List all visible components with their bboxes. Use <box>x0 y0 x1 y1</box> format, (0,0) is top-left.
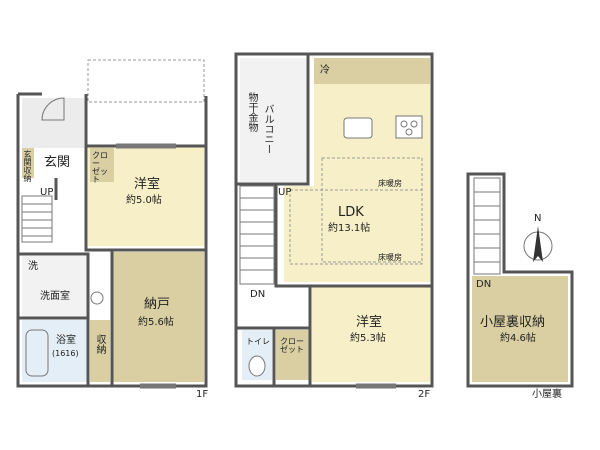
floor-1f <box>16 59 208 389</box>
washroom-label: 洗面室 <box>40 291 70 302</box>
attic-storage <box>472 276 568 382</box>
floor-heating-zone-2 <box>289 189 423 265</box>
entrance-tile <box>22 98 84 148</box>
floor-heating-bottom-label: 床暖房 <box>378 253 402 262</box>
bath-label: 浴室 <box>56 335 76 346</box>
outer-wall-attic <box>466 172 574 388</box>
sink <box>343 117 373 139</box>
balcony <box>240 58 306 182</box>
stairs-down-label-attic: DN <box>476 279 492 290</box>
entrance-door-1f <box>41 97 65 121</box>
storage-label-1f: 収納 <box>94 334 105 354</box>
stairs-up-label-2f: UP <box>278 187 292 198</box>
interior-walls-1f <box>18 146 206 386</box>
washer-icon <box>90 291 104 305</box>
closet-2f <box>276 330 310 380</box>
toilet-label: トイレ <box>246 337 270 346</box>
western-room-1f-label: 洋室 <box>134 177 161 192</box>
wash-label: 洗 <box>28 261 38 272</box>
outer-wall-2f <box>234 52 434 388</box>
stairs-up-label-1f: UP <box>40 187 54 198</box>
floor-attic <box>466 172 574 388</box>
compass-icon <box>523 226 553 262</box>
stairs-1f <box>21 195 53 243</box>
western-room-1f-size: 約5.0帖 <box>126 195 162 206</box>
closet-1f <box>90 148 114 182</box>
floor-heating-top-label: 床暖房 <box>378 179 402 188</box>
drying-label: 物干金物 <box>246 92 257 132</box>
ldk-room-lower <box>284 186 430 282</box>
storage-room-label: 納戸 <box>144 297 171 312</box>
floor-2f <box>234 52 434 389</box>
stairs-attic <box>473 177 501 275</box>
floor-1f-label: 1F <box>196 389 209 400</box>
bathtub <box>25 329 49 377</box>
attic-storage-label: 小屋裏収納 <box>480 315 546 330</box>
attic-storage-size: 約4.6帖 <box>500 333 536 344</box>
balcony-label: バルコニー <box>262 104 273 154</box>
stairs-down-label-2f: DN <box>250 289 266 300</box>
north-label: N <box>534 213 542 224</box>
ldk-label: LDK <box>338 205 364 220</box>
floor-2f-label: 2F <box>418 389 431 400</box>
shoebox-1f <box>22 148 34 178</box>
toilet-bowl <box>248 355 266 377</box>
western-room-2f <box>312 286 430 382</box>
fridge-label: 冷 <box>320 65 330 76</box>
bath-size: (1616) <box>52 349 79 358</box>
storage-1f <box>90 320 110 382</box>
ldk-size: 約13.1帖 <box>328 223 371 234</box>
washroom-1f <box>22 256 88 318</box>
western-room-2f-size: 約5.3帖 <box>350 333 386 344</box>
interior-walls-2f <box>236 54 432 386</box>
closet-label-1f: クロー ゼット <box>92 151 108 184</box>
closet-label-2f: クロー ゼット <box>280 337 304 354</box>
outdoor-area-1f <box>87 59 205 103</box>
western-room-2f-label: 洋室 <box>356 315 383 330</box>
storage-room-1f <box>112 252 204 382</box>
entrance-label: 玄関 <box>44 155 71 170</box>
fridge-area <box>314 58 338 84</box>
floor-attic-label: 小屋裏 <box>532 389 562 400</box>
storage-room-size: 約5.6帖 <box>138 317 174 328</box>
stairs-2f <box>239 185 275 285</box>
shoebox-label: 玄関収納 <box>23 150 32 182</box>
